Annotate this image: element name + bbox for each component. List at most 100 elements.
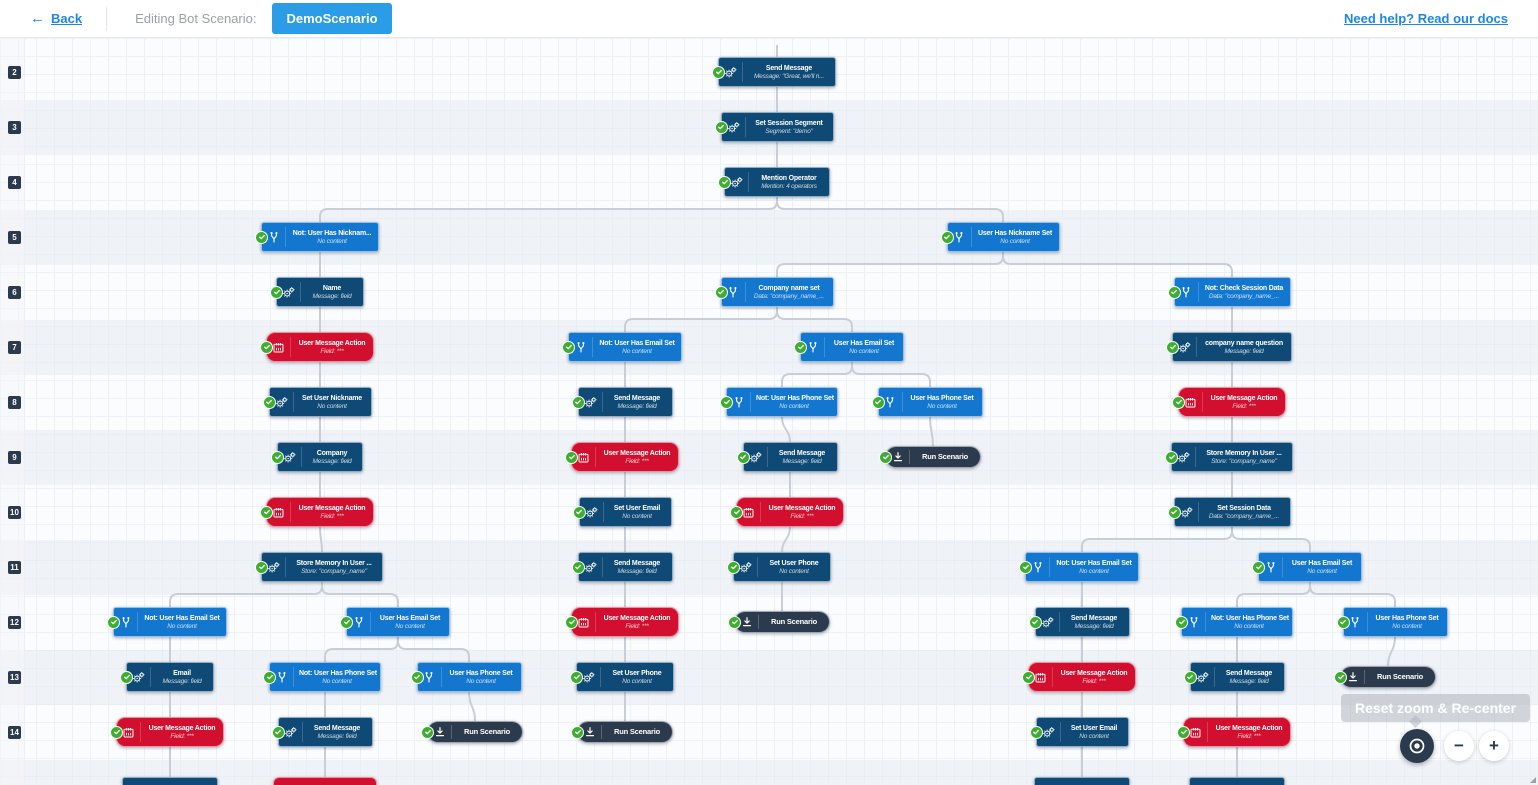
node-subtitle: Message: field [317,732,357,740]
row-number-badge: 7 [8,340,21,354]
target-icon [1407,736,1427,756]
node-title: Set User Email [1070,724,1118,732]
node-title: Send Message [1225,669,1273,677]
node-subtitle: No content [622,512,652,520]
flow-node-condition[interactable]: Not: User Has Nicknam...No content [255,222,379,252]
flow-node-run[interactable]: Run Scenario [421,721,523,743]
node-title: Set User Nickname [301,394,363,402]
help-docs-link[interactable]: Need help? Read our docs [1344,11,1508,26]
flow-node-action[interactable]: Store Memory In User ...Store: "company_… [255,552,383,582]
row-number-badge: 14 [8,725,21,739]
check-icon [260,505,273,519]
row-number-badge: 12 [8,615,21,629]
recenter-button[interactable] [1400,729,1434,763]
check-icon [712,65,725,79]
check-icon [736,450,750,464]
check-icon [255,230,268,244]
flow-node-run[interactable]: Run Scenario [1334,666,1436,688]
back-link[interactable]: ← Back [30,10,82,27]
node-subtitle: Field: *** [625,622,649,630]
check-icon [107,615,120,629]
flow-node-run[interactable]: Run Scenario [728,611,830,633]
flow-node-action-partial[interactable] [1034,777,1130,785]
check-icon [421,725,434,739]
node-subtitle: Message: field [1224,347,1264,355]
node-title: Run Scenario [922,452,968,461]
plus-icon: + [1489,736,1499,755]
flow-node-action-partial[interactable] [1189,777,1285,785]
node-subtitle: No content [779,567,809,575]
node-title: Mention Operator [761,174,817,182]
flow-node-run[interactable]: Run Scenario [571,721,673,743]
check-icon [1175,615,1188,629]
node-subtitle: Message: field [312,292,352,300]
node-title: User Message Action [1210,394,1278,402]
row-number-badge: 8 [8,395,21,409]
node-subtitle: No content [1392,622,1422,630]
node-title: Send Message [613,559,661,567]
check-icon [1029,725,1043,739]
zoom-out-button[interactable]: − [1444,731,1474,761]
flow-node-run[interactable]: Run Scenario [879,446,981,468]
node-subtitle: Message: field [1229,677,1269,685]
check-icon [1165,450,1178,464]
check-icon [714,120,728,134]
check-icon [720,395,733,409]
check-icon [1252,560,1265,574]
check-icon [1167,505,1181,519]
check-icon [110,725,123,739]
zoom-in-button[interactable]: + [1479,731,1509,761]
flow-node-action[interactable]: Store Memory In User ...Store: "company_… [1165,442,1293,472]
flow-node-action-partial[interactable] [122,777,218,785]
row-number-badge: 9 [8,450,21,464]
check-icon [1183,670,1197,684]
flow-node-input-partial[interactable] [273,777,377,785]
row-number-badge: 4 [8,175,21,189]
node-subtitle: Field: *** [1082,677,1106,685]
